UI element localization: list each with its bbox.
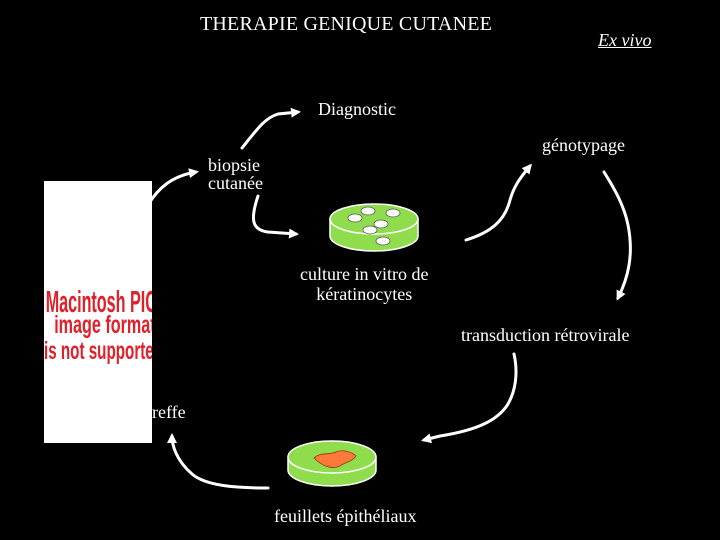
step-culture-line-2: kératinocytes [316, 284, 413, 304]
step-biopsie-line-2: cutanée [208, 173, 263, 193]
slide-title: THERAPIE GENIQUE CUTANEE [200, 13, 493, 35]
culture-dish [329, 203, 419, 252]
step-transduction: transduction rétrovirale [461, 325, 630, 345]
unsupported-image-placeholder: Macintosh PICT image format is not suppo… [44, 181, 152, 443]
arrow-transduction-to-feuillets [421, 352, 518, 444]
placeholder-line-3: is not supported [44, 337, 152, 365]
arrow-biopsie-to-diagnostic [240, 107, 301, 150]
step-genotypage: génotypage [542, 135, 625, 155]
arrow-genotypage-to-transduction [602, 170, 632, 301]
arrow-biopsie-to-culture [251, 194, 299, 239]
cell-2 [385, 208, 401, 218]
cell-3 [347, 213, 363, 223]
epithelial-sheet-dish [287, 440, 377, 487]
step-feuillets: feuillets épithéliaux [274, 506, 417, 526]
step-biopsie: biopsie cutanée [208, 156, 263, 192]
ex-vivo-label: Ex vivo [598, 30, 652, 50]
cell-6 [375, 236, 391, 246]
arrow-culture-to-genotypage [464, 163, 532, 242]
placeholder-line-2: image format [54, 312, 152, 339]
step-biopsie-line-1: biopsie [208, 155, 260, 175]
cell-1 [360, 206, 376, 216]
placeholder-line-1: Macintosh PICT [46, 286, 152, 320]
arrow-feuillets-to-greffe [167, 433, 270, 490]
step-culture: culture in vitro de kératinocytes [300, 264, 428, 304]
cell-5 [362, 225, 378, 235]
epithelial-sheet [313, 450, 357, 468]
step-culture-line-1: culture in vitro de [300, 264, 429, 284]
step-greffe: greffe [143, 402, 186, 422]
arrow-pict-to-biopsie [146, 168, 199, 207]
cell-4 [373, 219, 389, 229]
step-diagnostic: Diagnostic [318, 99, 396, 119]
